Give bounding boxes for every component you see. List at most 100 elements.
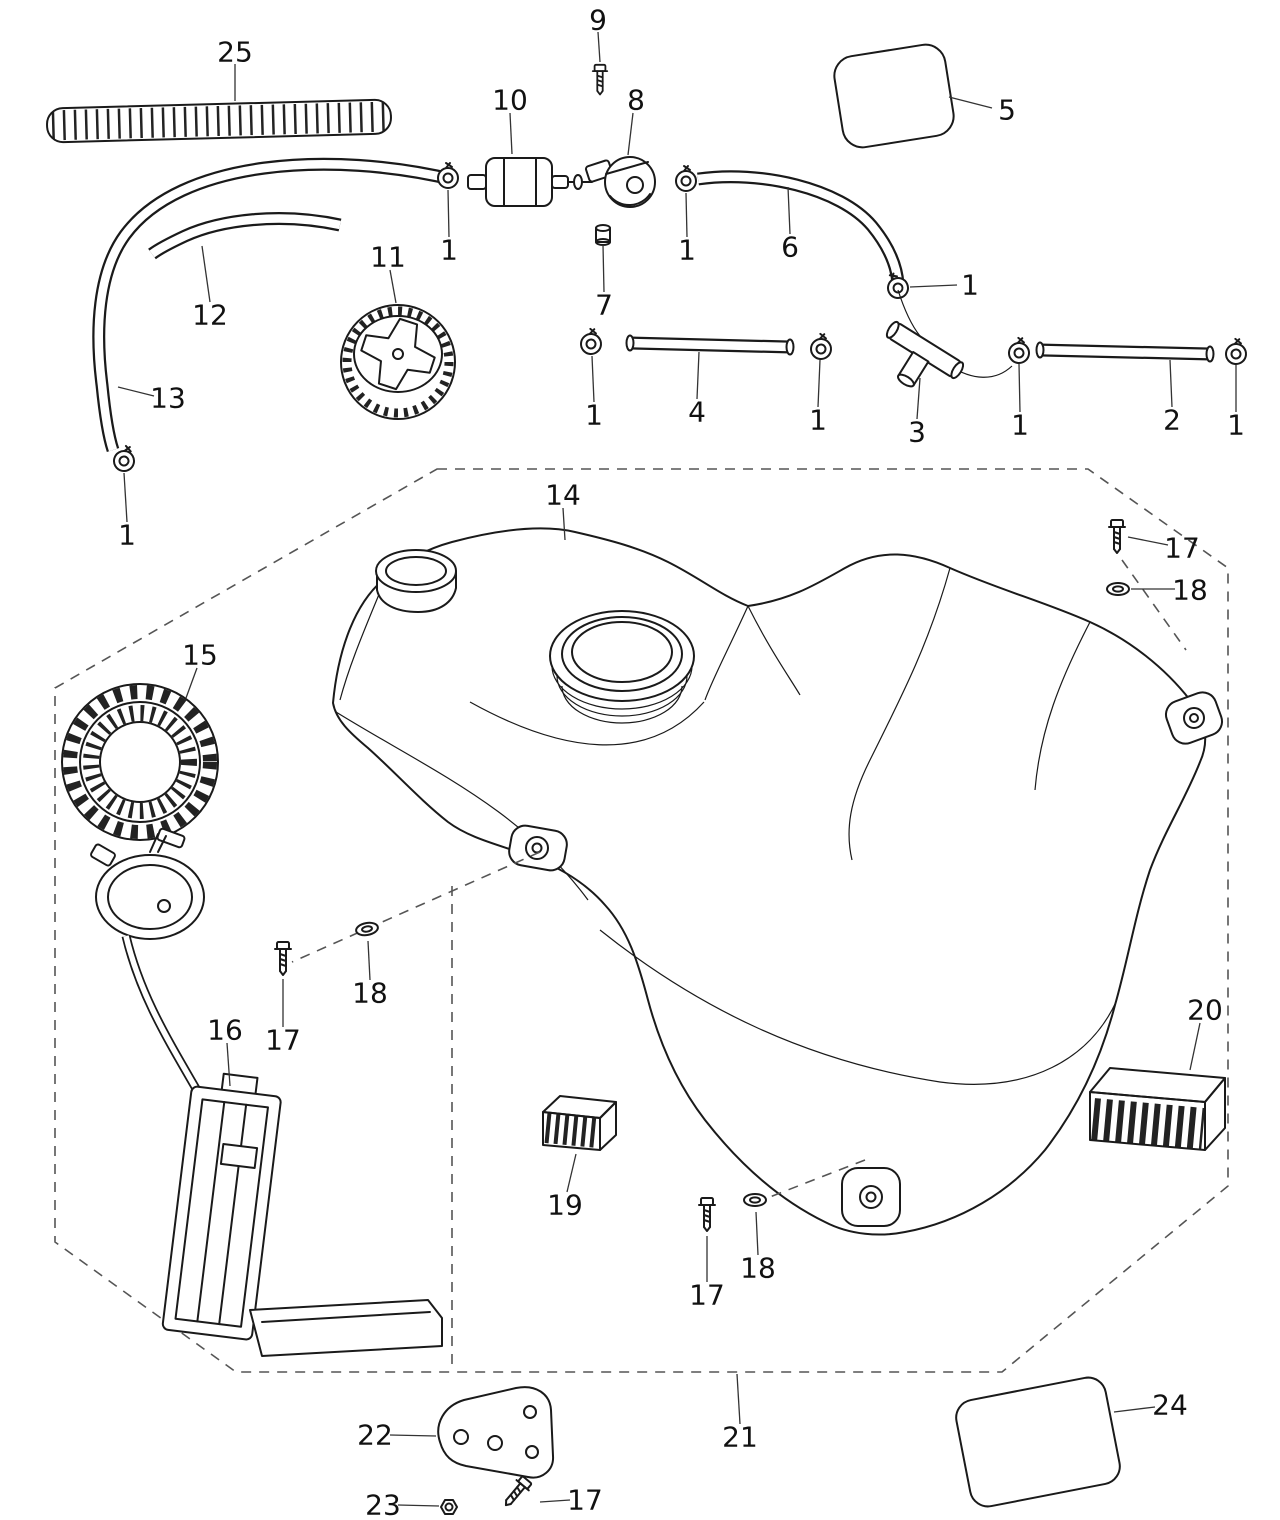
leader-line-19 — [566, 1153, 577, 1193]
bushing-7 — [595, 224, 611, 246]
part-number-7: 7 — [595, 289, 613, 322]
leader-line-12 — [201, 245, 211, 303]
leader-line-1 — [909, 284, 958, 288]
assembly-boundary — [54, 468, 1229, 1373]
hose-clamp-1-b — [675, 165, 697, 192]
washer-18-b — [354, 920, 380, 938]
leader-line-1 — [447, 189, 450, 238]
pad-19 — [542, 1095, 617, 1151]
part-number-17: 17 — [265, 1024, 301, 1057]
part-number-18: 18 — [352, 977, 388, 1010]
part-number-17: 17 — [1164, 532, 1200, 565]
fuel-tank-14 — [332, 527, 1224, 1236]
leader-line-1 — [817, 359, 821, 408]
leader-line-11 — [389, 269, 397, 304]
part-number-1: 1 — [585, 399, 603, 432]
screw-17-c — [698, 1197, 716, 1232]
part-number-22: 22 — [357, 1419, 393, 1452]
part-number-10: 10 — [492, 84, 528, 117]
part-number-16: 16 — [207, 1014, 243, 1047]
washer-18-a — [1106, 582, 1130, 596]
hose-clamp-1-e — [809, 332, 834, 361]
part-number-1: 1 — [1011, 409, 1029, 442]
leader-line-22 — [389, 1434, 437, 1437]
leader-line-17 — [539, 1499, 571, 1503]
lock-ring-15 — [60, 682, 220, 842]
part-number-20: 20 — [1187, 994, 1223, 1027]
screw-17-d — [498, 1473, 535, 1512]
leader-line-7 — [602, 244, 605, 293]
hose-12 — [148, 212, 342, 260]
part-number-5: 5 — [998, 94, 1016, 127]
screw-17-a — [1108, 519, 1126, 554]
screw-9 — [591, 63, 609, 96]
part-number-1: 1 — [440, 234, 458, 267]
screw-17-b — [274, 941, 292, 976]
leader-line-1 — [685, 192, 688, 238]
leader-line-9 — [597, 31, 601, 63]
leader-line-5 — [948, 96, 993, 109]
bracket-22 — [437, 1386, 555, 1479]
part-number-21: 21 — [722, 1421, 758, 1454]
part-number-1: 1 — [678, 234, 696, 267]
hose-clamp-1-g — [1224, 337, 1249, 366]
fuel-cap-11 — [340, 304, 456, 420]
assoc-line-bottom-mount — [761, 1159, 866, 1201]
part-number-1: 1 — [961, 269, 979, 302]
leader-line-1 — [1018, 363, 1021, 413]
tee-fitting-3 — [885, 320, 965, 388]
part-number-9: 9 — [589, 4, 607, 37]
part-number-18: 18 — [740, 1252, 776, 1285]
tube-2 — [1035, 341, 1215, 363]
part-number-1: 1 — [1227, 409, 1245, 442]
hose-clamp-1-f — [1007, 336, 1032, 365]
corrugated-sleeve-25 — [46, 98, 392, 144]
leader-line-24 — [1113, 1406, 1156, 1413]
part-number-25: 25 — [217, 36, 253, 69]
pad-20 — [1089, 1067, 1226, 1151]
leader-line-17 — [1127, 536, 1169, 546]
part-number-14: 14 — [545, 479, 581, 512]
part-number-1: 1 — [809, 404, 827, 437]
hose-clamp-1-d — [579, 327, 604, 356]
pad-24 — [955, 1376, 1121, 1508]
washer-18-c — [743, 1193, 767, 1207]
part-number-11: 11 — [370, 241, 406, 274]
leader-line-2 — [1169, 359, 1173, 408]
part-number-3: 3 — [908, 416, 926, 449]
leader-line-14 — [562, 507, 566, 541]
leader-line-13 — [117, 386, 155, 397]
leader-line-3 — [916, 377, 921, 420]
leader-line-18 — [367, 940, 371, 981]
part-number-17: 17 — [567, 1484, 603, 1517]
hose-13 — [92, 157, 457, 453]
leader-line-10 — [509, 112, 513, 155]
leader-line-16 — [226, 1042, 231, 1087]
leader-line-15 — [185, 667, 198, 699]
assoc-line-right-mount — [1121, 559, 1187, 651]
hose-6 — [697, 170, 905, 285]
pad-5 — [833, 43, 955, 149]
fuel-sender-16 — [90, 827, 443, 1357]
part-number-15: 15 — [182, 639, 218, 672]
tee-connector-line-a — [897, 289, 921, 337]
hose-clamp-1-a — [437, 162, 459, 189]
leader-line-21 — [736, 1373, 741, 1425]
part-number-4: 4 — [688, 396, 706, 429]
nut-23 — [440, 1499, 458, 1515]
leader-line-4 — [696, 351, 700, 400]
part-number-2: 2 — [1163, 404, 1181, 437]
tube-4 — [625, 334, 795, 356]
part-number-23: 23 — [365, 1489, 401, 1520]
fuel-filter-10 — [467, 157, 593, 207]
part-number-1: 1 — [118, 519, 136, 552]
valve-8 — [584, 156, 656, 208]
part-number-8: 8 — [627, 84, 645, 117]
part-number-19: 19 — [547, 1189, 583, 1222]
leader-line-1 — [591, 355, 595, 403]
part-number-24: 24 — [1152, 1389, 1188, 1422]
part-number-12: 12 — [192, 299, 228, 332]
assoc-line-front-mount — [291, 851, 541, 963]
